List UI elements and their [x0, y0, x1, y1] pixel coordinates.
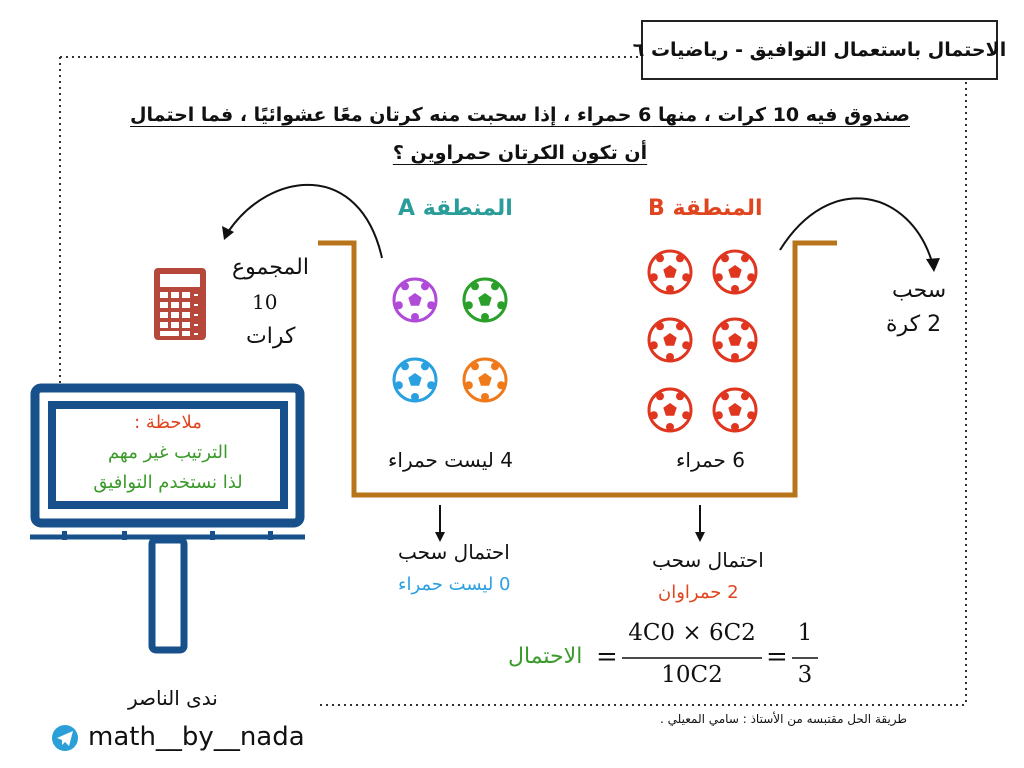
calculator-icon — [154, 268, 206, 340]
dotted-frame — [59, 56, 967, 706]
zone-b-label: المنطقة B — [648, 196, 763, 221]
soccer-ball-icon — [647, 317, 693, 363]
soccer-ball-icon — [462, 277, 508, 323]
zone-a-label: المنطقة A — [398, 196, 513, 221]
result-denominator: 3 — [797, 662, 813, 688]
prob-b-value: 2 حمراوان — [658, 582, 739, 603]
telegram-icon — [52, 725, 78, 751]
draw-label: سحب — [892, 278, 947, 303]
arrow-to-draw — [779, 197, 933, 263]
result-numerator: 1 — [797, 620, 813, 646]
draw-value: 2 كرة — [886, 312, 942, 337]
arrow-down-icon — [435, 532, 445, 542]
formula-equals-2: = — [766, 642, 788, 672]
prob-a-value: 0 ليست حمراء — [398, 574, 511, 595]
formula-numerator: 4C0 × 6C2 — [628, 620, 756, 646]
soccer-ball-icon — [712, 249, 758, 295]
page-title: الاحتمال باستعمال التوافيق - رياضيات ٦ — [633, 20, 1006, 80]
question-line-2: أن تكون الكرتان حمراوين ؟ — [392, 142, 648, 164]
author-name: ندى الناصر — [128, 686, 218, 710]
billboard — [30, 383, 305, 654]
soccer-ball-icon — [647, 249, 693, 295]
zone-a-count: 4 ليست حمراء — [388, 448, 513, 472]
soccer-ball-icon — [712, 387, 758, 433]
arrow-down-icon — [695, 532, 705, 542]
prob-b-label: احتمال سحب — [652, 548, 764, 572]
soccer-ball-icon — [392, 277, 438, 323]
arrow-to-total — [227, 183, 383, 259]
total-label: المجموع — [232, 255, 309, 280]
soccer-ball-icon — [647, 387, 693, 433]
social-handle[interactable]: math__by__nada — [88, 722, 305, 752]
soccer-ball-icon — [462, 357, 508, 403]
note-line-1: الترتيب غير مهم — [107, 442, 229, 463]
total-value: 10 — [252, 290, 278, 314]
note-title: ملاحظة : — [134, 412, 202, 433]
total-unit: كرات — [246, 324, 296, 349]
formula-denominator: 10C2 — [661, 662, 723, 688]
note-line-2: لذا نستخدم التوافيق — [93, 472, 243, 493]
prob-a-label: احتمال سحب — [398, 540, 510, 564]
formula-label: الاحتمال — [508, 644, 583, 669]
zone-b-count: 6 حمراء — [676, 448, 746, 472]
soccer-ball-icon — [712, 317, 758, 363]
soccer-ball-icon — [392, 357, 438, 403]
formula-equals: = — [596, 642, 618, 672]
box-outline — [318, 240, 837, 498]
question-line-1: صندوق فيه 10 كرات ، منها 6 حمراء ، إذا س… — [129, 104, 910, 126]
credit-note: طريقة الحل مقتبسه من الأستاذ : سامي المع… — [660, 712, 907, 726]
